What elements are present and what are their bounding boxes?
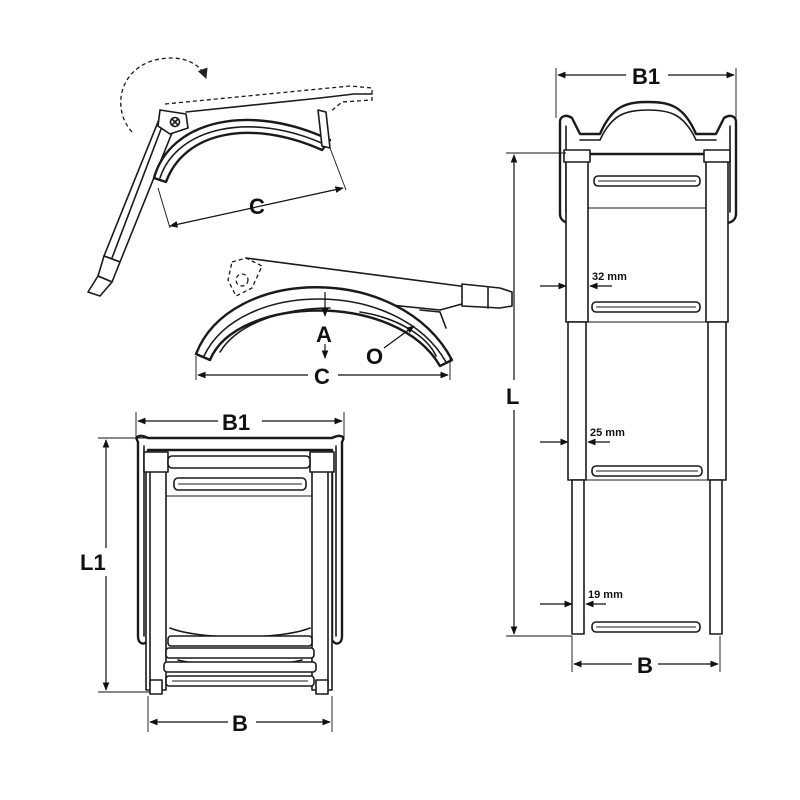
arch-section-view: A O C — [194, 257, 513, 389]
dimension-b-left-label: B — [232, 711, 248, 736]
dimension-l1-label: L1 — [80, 550, 106, 575]
folding-view: C — [87, 57, 373, 297]
folded-handrail — [87, 109, 189, 297]
dimension-c-bottom-label: C — [314, 364, 330, 389]
rail-right-lower — [709, 479, 723, 635]
rail-left-lower — [571, 479, 585, 635]
dimension-o-label: O — [366, 344, 383, 369]
dimension-b1-right-label: B1 — [632, 64, 660, 89]
rung-4 — [591, 621, 701, 633]
dimension-c-top-line — [169, 186, 344, 228]
rung-2 — [591, 301, 701, 313]
dimension-l-label: L — [506, 384, 519, 409]
rung-1 — [593, 175, 701, 187]
folded-handle-frame — [135, 434, 345, 645]
dimension-b1-left-label: B1 — [222, 410, 250, 435]
dimension-a-label: A — [316, 322, 332, 347]
folded-ladder-view: B1 L1 B — [80, 408, 345, 736]
rung-3 — [591, 465, 703, 477]
dimension-o-line — [383, 325, 415, 349]
rotation-arrow-icon — [120, 57, 208, 133]
dimension-c-top-label: C — [249, 194, 265, 219]
rail-right-upper — [705, 157, 729, 323]
rail-left-upper — [565, 157, 589, 323]
extended-ladder-view: 32 mm 25 mm 19 mm B1 L B — [502, 62, 738, 678]
rung-size-top-label: 32 mm — [592, 271, 627, 283]
dimension-b-right-label: B — [637, 653, 653, 678]
rung-size-bottom-label: 19 mm — [588, 589, 623, 601]
rail-left-middle — [567, 321, 587, 481]
ghost-outline — [164, 85, 373, 113]
rail-right-middle — [707, 321, 727, 481]
rung-size-middle-label: 25 mm — [590, 427, 625, 439]
